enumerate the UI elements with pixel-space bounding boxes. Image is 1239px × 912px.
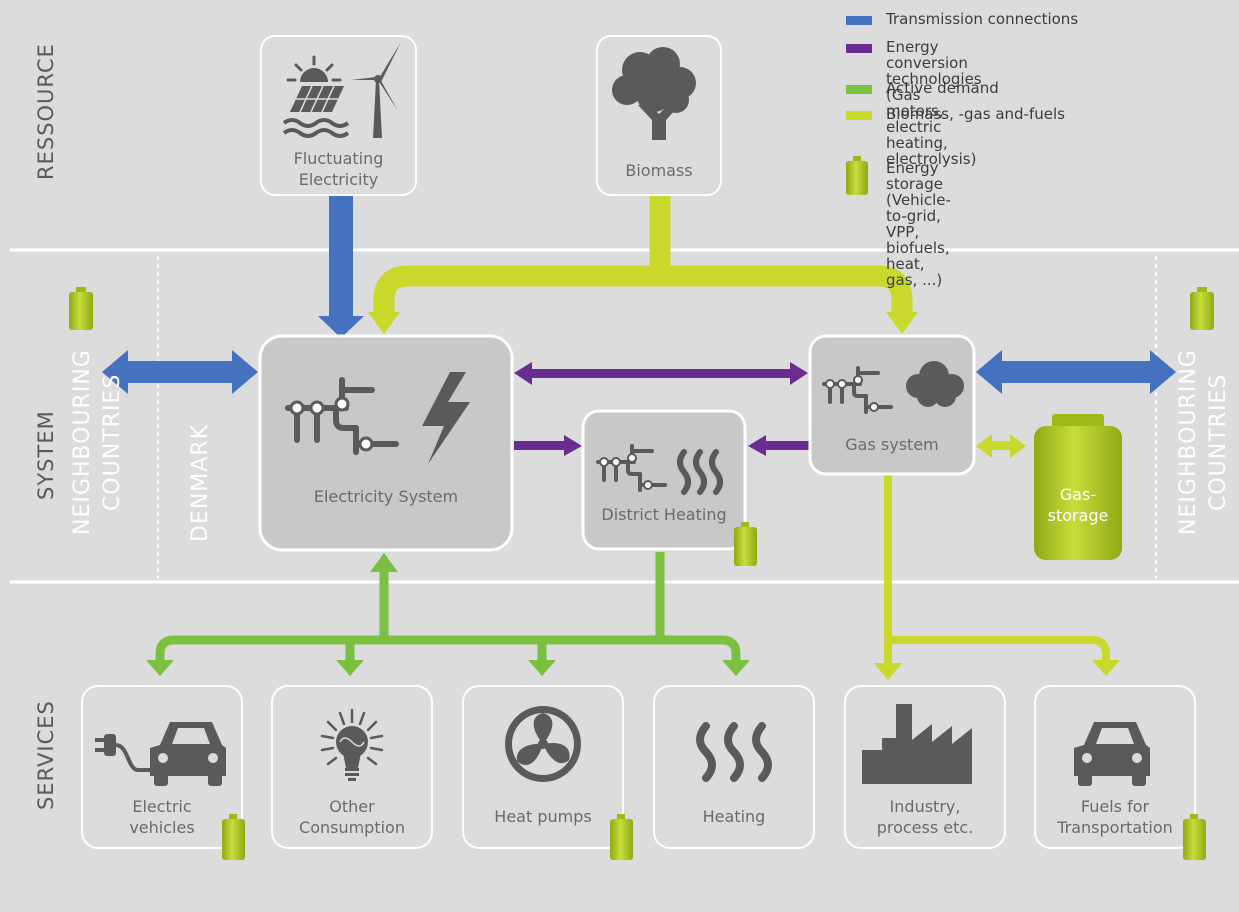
legend-swatch [846, 85, 872, 94]
electric-vehicle-icon [95, 722, 226, 786]
neighbouring-countries-left: NEIGHBOURING COUNTRIES [70, 349, 125, 535]
biomass-arrowheads [368, 312, 918, 334]
ev-box [81, 685, 243, 849]
car-icon [1074, 722, 1150, 786]
fluctuating-electricity-label: Fluctuating Electricity [293, 149, 384, 189]
other-box [271, 685, 433, 849]
gas-storage-label: Gas- storage [1047, 485, 1109, 525]
fuels-label: Fuels for Transportation [1057, 797, 1173, 837]
service-boxes [81, 685, 1196, 849]
network-nodes [599, 453, 653, 490]
legend-label: Active demand [886, 79, 999, 97]
band-label-resource: RESSOURCE [34, 43, 58, 180]
conversion-arrows [514, 362, 810, 456]
industry-label: Industry, process etc. [876, 797, 974, 837]
active-demand-arrows [146, 552, 750, 676]
heating-label: Heating [702, 807, 766, 826]
neighbouring-countries-right: NEIGHBOURING COUNTRIES [1176, 349, 1231, 535]
battery-icon [222, 814, 245, 860]
biomass-box [596, 35, 722, 196]
denmark-label: DENMARK [188, 423, 213, 543]
band-label-services: SERVICES [34, 700, 58, 810]
legend-battery-icon [846, 156, 868, 195]
biomass-arrows [373, 196, 913, 314]
electricity-system-label: Electricity System [313, 487, 459, 506]
heat-pumps-box [462, 685, 624, 849]
factory-icon [862, 704, 972, 784]
band-label-system: SYSTEM [34, 410, 58, 500]
gas-service-arrows [874, 474, 1120, 680]
battery-icon [1183, 814, 1206, 860]
biomass-label: Biomass [625, 161, 693, 180]
district-heating-label: District Heating [601, 505, 727, 524]
network-nodes [825, 375, 879, 412]
district-heating-box [581, 409, 747, 551]
transmission-arrows [102, 196, 1176, 394]
heat-waves-icon [677, 449, 723, 495]
battery-icon [734, 522, 757, 566]
gas-system-label: Gas system [845, 435, 939, 454]
gas-storage-link [976, 434, 1026, 458]
industry-box [844, 685, 1006, 849]
legend-label: Transmission connections [886, 10, 1079, 28]
lightning-icon [422, 372, 470, 464]
fluctuating-box [260, 35, 417, 196]
resource-boxes [260, 35, 722, 196]
solar-panel-icon [282, 55, 350, 138]
legend-label: Energy conversion technologies (Gas moto… [886, 38, 982, 168]
light-bulb-icon [320, 708, 384, 781]
heat-waves-icon [696, 722, 772, 782]
electric-vehicles-label: Electric vehicles [129, 797, 195, 837]
legend-label: Energy storage (Vehicle-to-grid, VPP, bi… [886, 159, 951, 289]
fan-icon [505, 706, 581, 782]
legend-label: Biomass, -gas and-fuels [886, 105, 1065, 123]
legend-swatch [846, 16, 872, 25]
legend-swatch [846, 111, 872, 120]
fuels-box [1034, 685, 1196, 849]
tree-icon [612, 47, 696, 140]
legend-swatch [846, 44, 872, 53]
gas-storage-tank [1034, 414, 1122, 560]
battery-icon [610, 814, 633, 860]
network-nodes [289, 396, 374, 452]
other-consumption-label: Other Consumption [299, 797, 405, 837]
battery-icon [69, 287, 93, 330]
heat-pumps-label: Heat pumps [494, 807, 592, 826]
heating-box [653, 685, 815, 849]
gas-cloud-icon [906, 361, 964, 407]
battery-icon [1190, 287, 1214, 330]
wind-turbine-icon [351, 42, 401, 138]
